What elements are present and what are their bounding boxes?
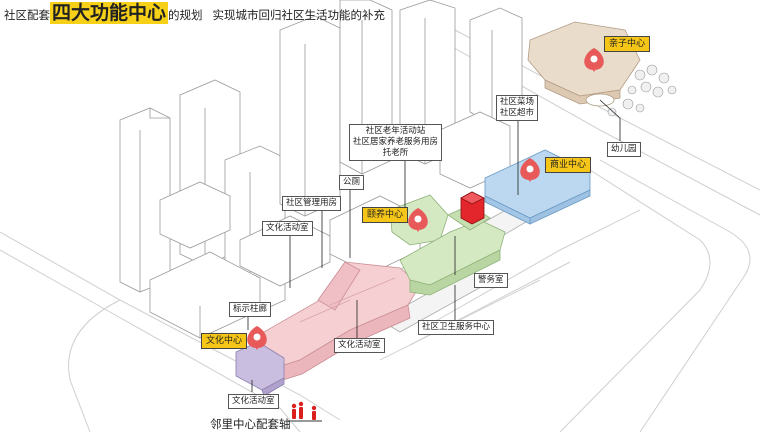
title-prefix: 社区配套: [4, 8, 50, 22]
title-subtitle: 实现城市回归社区生活功能的补充: [212, 8, 386, 22]
background-towers: [119, 0, 523, 339]
label-elder-station: 社区老年活动站 社区居家养老服务用房 托老所: [349, 124, 443, 161]
title-highlight: 四大功能中心: [50, 2, 169, 24]
page-title: 社区配套 四大功能中心 的规划 实现城市回归社区生活功能的补充: [4, 2, 385, 28]
axis-label: 邻里中心配套轴: [210, 417, 291, 431]
playground: [607, 64, 677, 117]
label-elder-station-line-1: 社区老年活动站: [365, 126, 426, 136]
label-elder-station-line-2: 社区居家养老服务用房: [353, 137, 439, 147]
beige-building: [527, 21, 641, 107]
label-management: 社区管理用房: [282, 196, 342, 211]
pin-parent-child: [584, 48, 604, 72]
label-market-line-1: 社区菜场: [500, 97, 535, 107]
label-kindergarten: 幼儿园: [607, 142, 641, 157]
label-marker-corridor: 标示柱廊: [229, 302, 272, 317]
label-toilet: 公厕: [339, 175, 365, 190]
label-market: 社区菜场 社区超市: [496, 95, 539, 121]
axis-figures: [288, 401, 322, 422]
label-elder-station-line-3: 托老所: [382, 148, 409, 158]
pin-elderly: [408, 208, 428, 232]
tag-commercial-center: 商业中心: [545, 157, 592, 173]
leader-lines: [247, 99, 621, 392]
label-health: 社区卫生服务中心: [418, 320, 495, 335]
tag-parent-child-center: 亲子中心: [604, 36, 651, 52]
red-block: [460, 191, 485, 225]
label-police: 警务室: [474, 273, 508, 288]
tag-elderly-center: 颐养中心: [362, 207, 409, 223]
pin-culture: [247, 326, 267, 350]
label-market-line-2: 社区超市: [500, 108, 535, 118]
label-culture-room-2: 文化活动室: [334, 338, 385, 353]
pin-commercial: [520, 158, 540, 182]
label-culture-room-1: 文化活动室: [262, 221, 313, 236]
label-culture-room-3: 文化活动室: [228, 394, 279, 409]
tag-culture-center: 文化中心: [201, 333, 248, 349]
title-suffix: 的规划: [168, 8, 203, 22]
